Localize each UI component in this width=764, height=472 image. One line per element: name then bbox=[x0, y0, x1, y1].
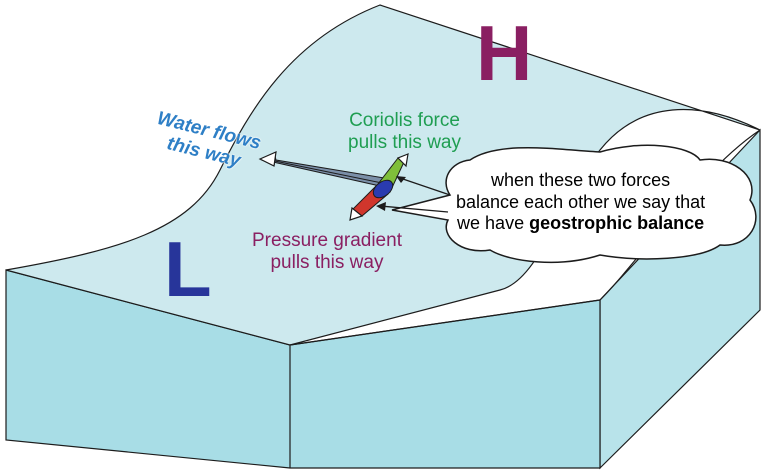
low-pressure-label: L bbox=[164, 225, 212, 313]
speech-bubble bbox=[391, 144, 757, 264]
bubble-text: when these two forces balance each other… bbox=[456, 170, 705, 235]
pressure-line1: Pressure gradient bbox=[252, 230, 402, 251]
coriolis-label: Coriolis force pulls this way bbox=[348, 110, 461, 154]
bubble-line2: balance each other we say that bbox=[456, 191, 706, 212]
front-top-edge bbox=[289, 299, 601, 346]
pressure-arrowhead bbox=[349, 206, 364, 221]
pressure-line2: pulls this way bbox=[270, 251, 384, 273]
flow-arrowhead bbox=[258, 151, 277, 167]
bubble-line1: when these two forces bbox=[491, 170, 671, 190]
high-pressure-label: H bbox=[476, 9, 533, 97]
pressure-gradient-label: Pressure gradient pulls this way bbox=[252, 230, 402, 274]
coriolis-line1: Coriolis force bbox=[349, 110, 460, 131]
bubble-line3-bold: geostrophic balance bbox=[529, 213, 705, 234]
coriolis-arrowhead bbox=[396, 153, 409, 168]
bubble-pointer-upper bbox=[399, 177, 451, 196]
water-parcel bbox=[372, 179, 394, 199]
bubble-pointer-lower bbox=[379, 205, 449, 213]
coriolis-line2: pulls this way bbox=[348, 131, 461, 153]
bubble-line3-prefix: we have bbox=[457, 213, 530, 234]
